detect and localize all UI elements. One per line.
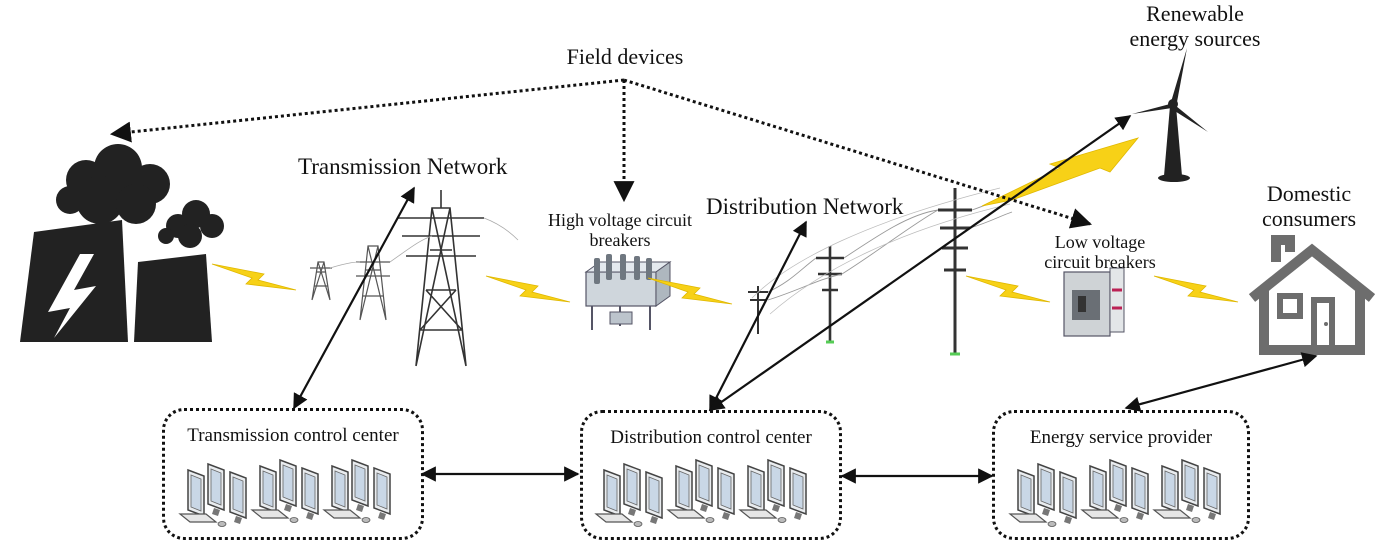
wind-turbine-icon — [1132, 48, 1208, 182]
field-devices-label: Field devices — [566, 44, 684, 69]
renewable-line2: energy sources — [1129, 25, 1261, 51]
domestic-line2: consumers — [1261, 205, 1357, 231]
distribution-control-center-title: Distribution control center — [610, 427, 812, 448]
transmission-towers-icon — [310, 190, 519, 367]
transmission-network-label: Transmission Network — [298, 154, 508, 179]
distribution-control-center-box: Distribution control center — [580, 410, 842, 540]
renewable-energy-label: Renewable energy sources — [1100, 1, 1290, 51]
energy-service-provider-box: Energy service provider — [992, 410, 1250, 540]
field-device-arrows — [109, 78, 1093, 229]
small-cloud-icon — [158, 200, 224, 248]
transmission-control-center-box: Transmission control center — [162, 408, 424, 540]
lv-breakers-label: Low voltage circuit breakers — [1020, 232, 1180, 272]
power-plant-icon — [20, 144, 224, 342]
domestic-line1: Domestic — [1266, 181, 1352, 206]
lv-circuit-breaker-icon — [1063, 267, 1125, 337]
energy-service-provider-title: Energy service provider — [1029, 427, 1213, 448]
communication-arrows — [293, 115, 1318, 484]
lv-breakers-line2: circuit breakers — [1044, 252, 1156, 273]
renewable-line1: Renewable — [1146, 1, 1244, 26]
distribution-network-label: Distribution Network — [706, 194, 904, 219]
lv-breakers-line1: Low voltage — [1054, 232, 1146, 252]
cloud-icon — [56, 144, 170, 224]
domestic-consumers-label: Domestic consumers — [1244, 181, 1374, 231]
hv-breakers-line1: High voltage circuit — [548, 210, 692, 230]
hv-breakers-label: High voltage circuit breakers — [520, 210, 720, 250]
transmission-control-center-title: Transmission control center — [187, 425, 399, 446]
hv-circuit-breaker-icon — [584, 254, 672, 330]
house-icon — [1248, 235, 1375, 355]
hv-breakers-line2: breakers — [589, 230, 651, 251]
